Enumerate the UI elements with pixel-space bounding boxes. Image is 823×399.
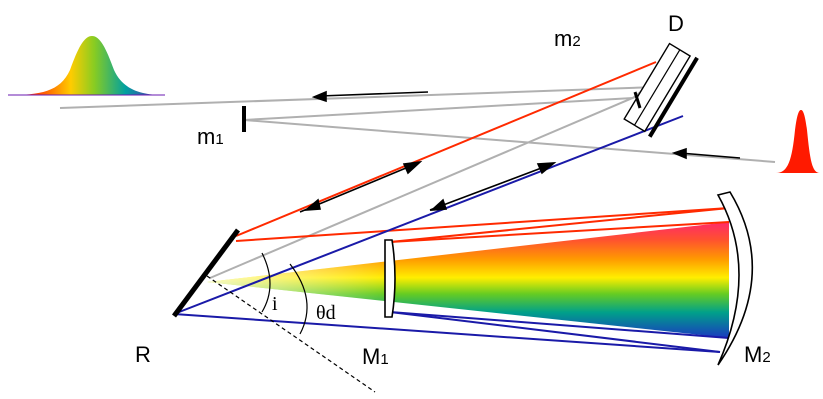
narrow-red-pulse-icon bbox=[776, 110, 820, 173]
grating-normal-dashed bbox=[206, 275, 376, 393]
blue-beams bbox=[173, 115, 730, 353]
label-m2-big: M2 bbox=[744, 342, 771, 367]
red-beams bbox=[235, 61, 730, 243]
mirror-m1 bbox=[384, 239, 396, 318]
label-d: D bbox=[668, 11, 684, 36]
angle-theta-arc bbox=[289, 263, 308, 335]
spectrum-fan-fade bbox=[207, 222, 729, 338]
angle-i-arc bbox=[261, 252, 271, 313]
roof-mirror-d bbox=[623, 42, 699, 138]
label-angle-theta: θd bbox=[316, 302, 336, 324]
small-mirror-m2 bbox=[633, 91, 642, 109]
grating-r bbox=[171, 228, 241, 318]
broad-rainbow-pulse-icon bbox=[8, 36, 165, 96]
label-r: R bbox=[135, 342, 151, 367]
mirror-m2 bbox=[716, 191, 754, 366]
label-m2-small: m2 bbox=[554, 26, 581, 51]
label-angle-i: i bbox=[272, 293, 278, 315]
beam-arrows bbox=[299, 90, 741, 213]
label-m1-big: M1 bbox=[362, 344, 389, 369]
label-m1-small: m1 bbox=[197, 124, 224, 149]
